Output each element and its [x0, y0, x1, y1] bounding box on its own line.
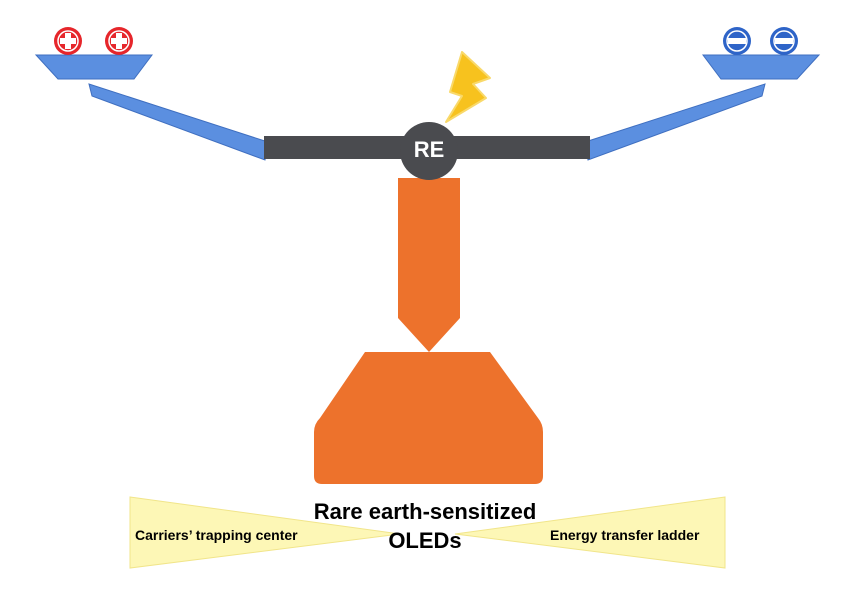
re-pivot-circle: [400, 122, 458, 180]
right-glow-shape: [454, 496, 726, 569]
beam-right-arm: [584, 83, 766, 161]
plus-charge-icon: [54, 27, 82, 55]
beam-left-arm: [88, 83, 269, 161]
right-pan: [702, 54, 821, 80]
lightning-bolt-icon: [445, 51, 491, 123]
diagram-title-line-1: Rare earth-sensitized: [313, 499, 537, 524]
minus-charge-icon: [770, 27, 798, 55]
stand-pillar: [398, 178, 460, 352]
plus-charge-icon: [105, 27, 133, 55]
diagram-title-line-2: OLEDs: [388, 528, 462, 553]
left-label: Carriers’ trapping center: [135, 527, 298, 543]
left-pan: [34, 54, 153, 80]
minus-charge-icon: [723, 27, 751, 55]
re-label: RE: [413, 137, 445, 162]
stand-base: [314, 352, 543, 484]
left-glow-shape: [129, 496, 401, 569]
right-label: Energy transfer ladder: [550, 527, 700, 543]
